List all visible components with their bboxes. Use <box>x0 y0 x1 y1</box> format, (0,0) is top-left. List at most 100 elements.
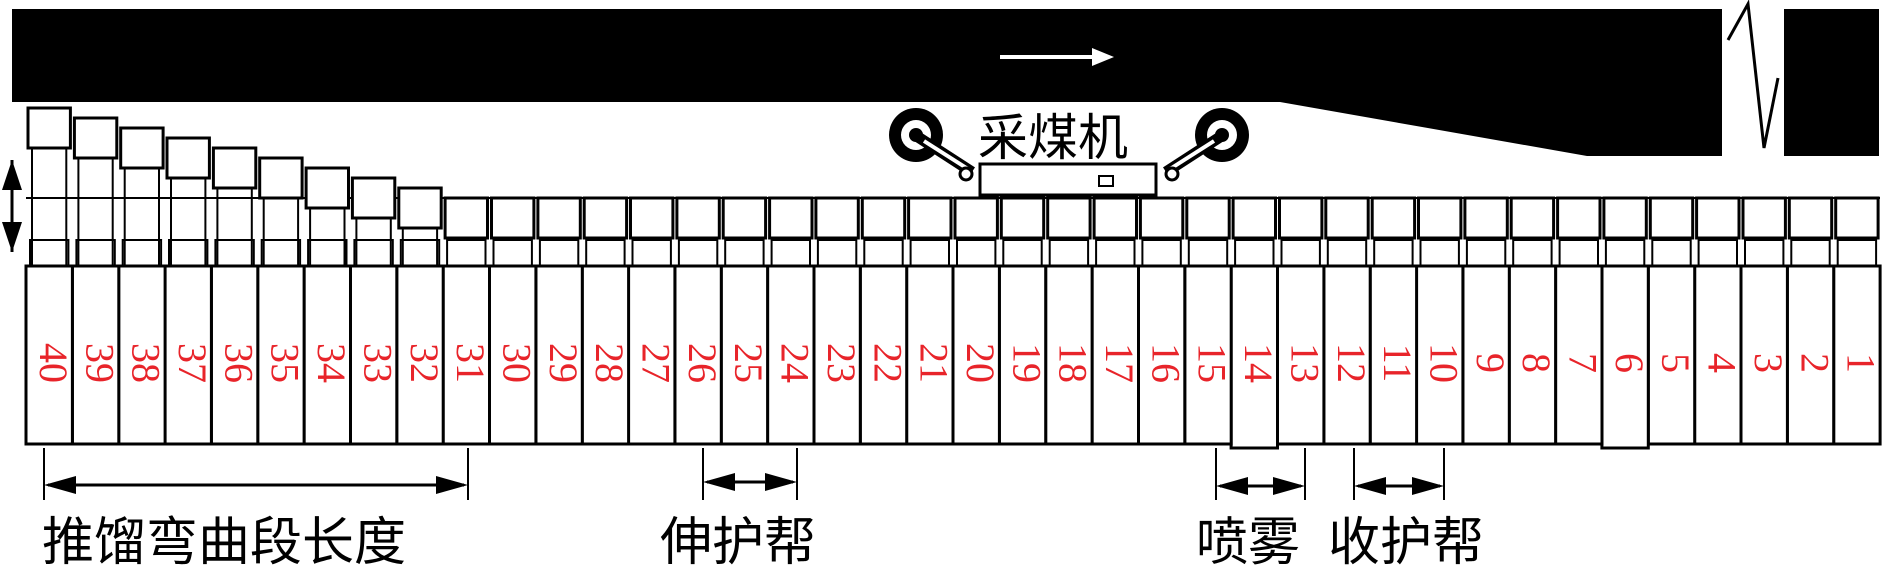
support-9 <box>1461 264 1511 446</box>
support-2 <box>1785 264 1836 446</box>
support-link-40 <box>29 239 70 267</box>
spray-label: 喷雾 <box>1196 513 1300 573</box>
support-22 <box>858 264 909 446</box>
support-link-13 <box>1280 239 1321 267</box>
support-number-11: 11 <box>1375 344 1420 383</box>
bend-length-label: 推馏弯曲段长度 <box>42 513 406 573</box>
support-link-22 <box>863 239 904 267</box>
support-canopy-27 <box>629 196 675 240</box>
support-link-30 <box>492 239 533 267</box>
support-number-37: 37 <box>170 343 215 383</box>
extend-guard-label: 伸护帮 <box>660 513 816 573</box>
support-link-34 <box>307 239 348 267</box>
support-canopy-11 <box>1370 196 1417 240</box>
support-canopy-10 <box>1417 196 1463 240</box>
double-arrow-icon <box>2 160 22 252</box>
support-link-7 <box>1558 239 1599 267</box>
support-link-3 <box>1744 239 1785 267</box>
support-link-15 <box>1187 239 1229 267</box>
support-14 <box>1229 264 1279 450</box>
support-canopy-12 <box>1324 196 1370 240</box>
support-canopy-2 <box>1787 196 1834 240</box>
support-number-23: 23 <box>819 343 864 383</box>
support-canopy-36 <box>211 146 258 190</box>
support-canopy-34 <box>304 166 351 210</box>
support-21 <box>905 264 955 446</box>
support-number-13: 13 <box>1282 343 1327 383</box>
support-13 <box>1276 264 1326 446</box>
support-number-3: 3 <box>1746 353 1791 373</box>
support-17 <box>1090 264 1140 446</box>
support-canopy-4 <box>1695 196 1741 240</box>
extend-guard-dimension: 伸护帮 <box>660 448 816 573</box>
support-27 <box>627 264 677 446</box>
support-number-8: 8 <box>1514 353 1559 373</box>
support-37 <box>163 264 213 446</box>
support-number-22: 22 <box>865 343 910 383</box>
support-30 <box>488 264 538 446</box>
support-number-38: 38 <box>124 343 169 383</box>
retract-guard-label: 收护帮 <box>1328 513 1484 573</box>
support-number-12: 12 <box>1329 343 1374 383</box>
support-link-25 <box>724 239 765 267</box>
support-link-39 <box>75 239 116 267</box>
support-18 <box>1044 264 1094 446</box>
support-link-5 <box>1651 239 1692 267</box>
shearer-window <box>1098 175 1114 187</box>
right-arrow-icon <box>1000 48 1114 66</box>
support-number-18: 18 <box>1051 343 1096 383</box>
support-number-1: 1 <box>1839 353 1884 373</box>
shearer-label: 采煤机 <box>978 109 1128 167</box>
coal-seam <box>12 0 1879 156</box>
coal-seam-right-block <box>1784 9 1879 156</box>
support-link-32 <box>399 239 441 267</box>
support-canopy-1 <box>1834 196 1880 240</box>
support-number-33: 33 <box>355 343 400 383</box>
support-link-16 <box>1141 239 1182 267</box>
support-canopy-13 <box>1278 196 1324 240</box>
support-40 <box>24 264 74 446</box>
support-number-21: 21 <box>912 343 957 383</box>
support-23 <box>812 264 862 446</box>
support-number-36: 36 <box>216 343 261 383</box>
support-number-35: 35 <box>263 343 308 383</box>
support-link-12 <box>1326 239 1368 267</box>
support-link-9 <box>1465 239 1507 267</box>
support-link-33 <box>353 239 394 267</box>
support-canopy-5 <box>1648 196 1695 240</box>
support-20 <box>951 264 1001 446</box>
support-canopy-19 <box>999 196 1046 240</box>
support-number-32: 32 <box>402 343 447 383</box>
support-canopy-23 <box>814 196 860 240</box>
support-link-10 <box>1419 239 1460 267</box>
support-number-15: 15 <box>1190 343 1235 383</box>
support-canopy-16 <box>1138 196 1185 240</box>
break-line-icon <box>1726 0 1780 149</box>
spray-dimension: 喷雾 <box>1196 448 1306 573</box>
support-number-17: 17 <box>1097 343 1142 383</box>
support-number-9: 9 <box>1468 353 1513 373</box>
support-number-31: 31 <box>448 343 493 383</box>
support-canopy-30 <box>490 196 536 240</box>
support-number-7: 7 <box>1561 353 1606 373</box>
support-link-11 <box>1373 239 1414 267</box>
support-canopy-40 <box>26 106 72 150</box>
support-number-20: 20 <box>958 343 1003 383</box>
support-link-14 <box>1234 239 1275 267</box>
support-canopy-25 <box>721 196 768 240</box>
support-canopy-15 <box>1185 196 1231 240</box>
support-link-1 <box>1836 239 1878 267</box>
support-canopy-20 <box>953 196 999 240</box>
support-15 <box>1183 264 1233 446</box>
support-canopy-26 <box>675 196 721 240</box>
support-canopy-31 <box>443 196 490 240</box>
support-5 <box>1646 264 1697 446</box>
support-canopy-22 <box>860 196 907 240</box>
support-canopy-38 <box>119 126 165 170</box>
support-number-25: 25 <box>726 343 771 383</box>
support-number-29: 29 <box>541 343 586 383</box>
support-number-27: 27 <box>634 343 679 383</box>
support-link-31 <box>446 239 487 267</box>
support-number-39: 39 <box>77 343 122 383</box>
